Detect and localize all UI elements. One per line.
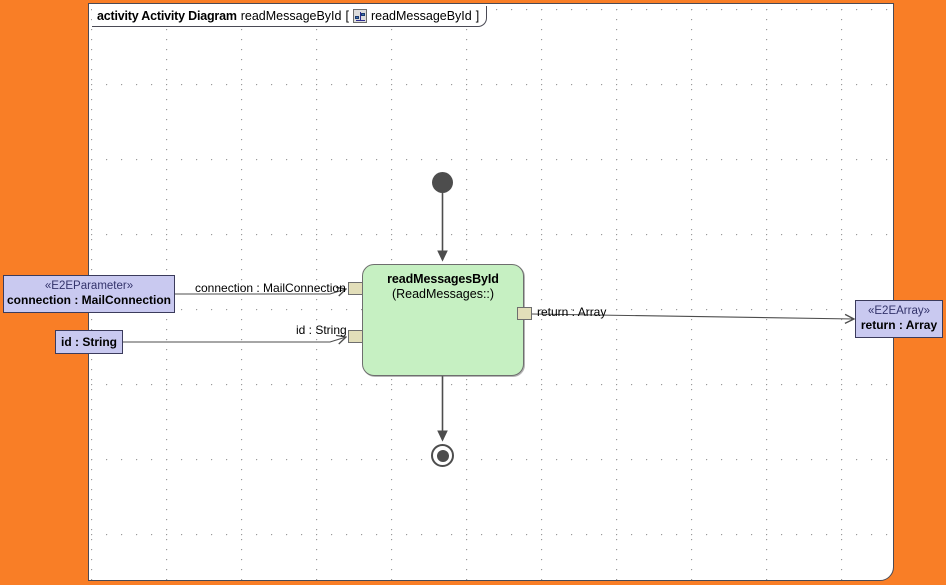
edge-label-connection: connection : MailConnection <box>195 281 346 295</box>
activity-final-node[interactable] <box>431 444 454 467</box>
parameter-box-return[interactable]: «E2EArray» return : Array <box>855 300 943 338</box>
parameter-box-connection[interactable]: «E2EParameter» connection : MailConnecti… <box>3 275 175 313</box>
frame-diagram-name: readMessageById <box>240 9 342 23</box>
activity-diagram-icon <box>352 9 367 23</box>
parameter-label: return : Array <box>860 318 938 332</box>
diagram-frame-title[interactable]: activity Activity Diagram readMessageByI… <box>92 6 488 27</box>
activity-node-qualifier: (ReadMessages::) <box>391 287 495 301</box>
activity-node-readMessagesById[interactable]: readMessagesById (ReadMessages::) <box>362 264 524 376</box>
parameter-box-id[interactable]: id : String <box>55 330 123 354</box>
activity-node-name: readMessagesById <box>387 272 499 286</box>
parameter-stereotype: «E2EParameter» <box>44 280 134 292</box>
parameter-label: id : String <box>61 335 117 349</box>
id-input-pin[interactable] <box>348 330 363 343</box>
activity-final-node-inner <box>436 449 449 462</box>
initial-node[interactable] <box>432 172 453 193</box>
parameter-label: connection : MailConnection <box>7 293 171 307</box>
return-output-pin[interactable] <box>517 307 532 320</box>
parameter-stereotype: «E2EArray» <box>867 305 930 317</box>
frame-icon-label: readMessageById <box>370 9 472 23</box>
frame-bracket-open: [ <box>345 9 349 23</box>
edge-label-return: return : Array <box>537 305 607 319</box>
frame-bracket-close: ] <box>475 9 480 23</box>
connection-input-pin[interactable] <box>348 282 363 295</box>
frame-keyword: activity Activity Diagram <box>97 9 237 23</box>
edge-label-id: id : String <box>296 323 347 337</box>
